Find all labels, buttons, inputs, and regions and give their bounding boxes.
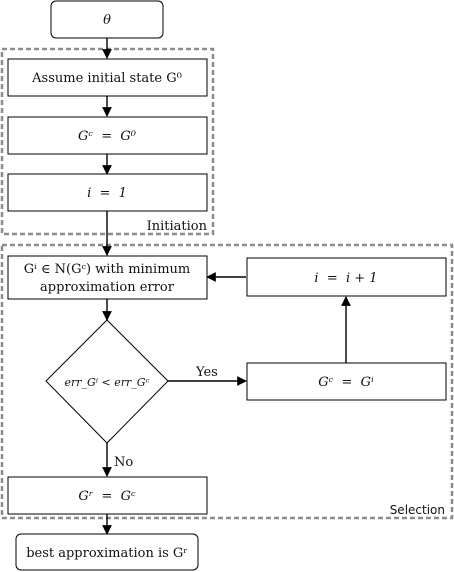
start-node — [50, 0, 164, 39]
result-node-label: best approximation is Gʳ — [26, 546, 188, 561]
no-edge-label: No — [114, 455, 133, 470]
selection-group — [0, 243, 454, 520]
selection-group-label: Selection — [390, 503, 445, 517]
increment-i-box — [246, 257, 447, 297]
select-neighbor-label-line2: approximation error — [40, 280, 175, 295]
init-i-label: i = 1 — [87, 186, 127, 201]
start-node-label: θ — [103, 13, 111, 28]
select-neighbor-box — [7, 255, 208, 300]
yes-edge-label: Yes — [195, 365, 218, 380]
init-i-box — [7, 173, 208, 212]
assign-gc-gi-label: Gᶜ = Gⁱ — [318, 375, 374, 390]
assume-initial-state-box — [7, 58, 208, 97]
initiation-group-label: Initiation — [147, 219, 208, 234]
increment-i-label: i = i + 1 — [314, 271, 377, 286]
result-node — [15, 533, 199, 571]
assign-gc-g0-box — [7, 116, 208, 155]
assign-gr-label: Gʳ = Gᶜ — [78, 489, 136, 504]
assume-initial-state-label: Assume initial state G⁰ — [31, 71, 182, 86]
assign-gc-g0-label: Gᶜ = G⁰ — [78, 129, 137, 144]
decision-diamond — [45, 319, 169, 444]
assign-gc-gi-box — [246, 362, 447, 401]
decision-label: err_Gⁱ < err_Gᶜ — [65, 376, 150, 389]
select-neighbor-label-line1: Gⁱ ∈ N(Gᶜ) with minimum — [24, 262, 190, 277]
assign-gr-box — [7, 476, 208, 515]
